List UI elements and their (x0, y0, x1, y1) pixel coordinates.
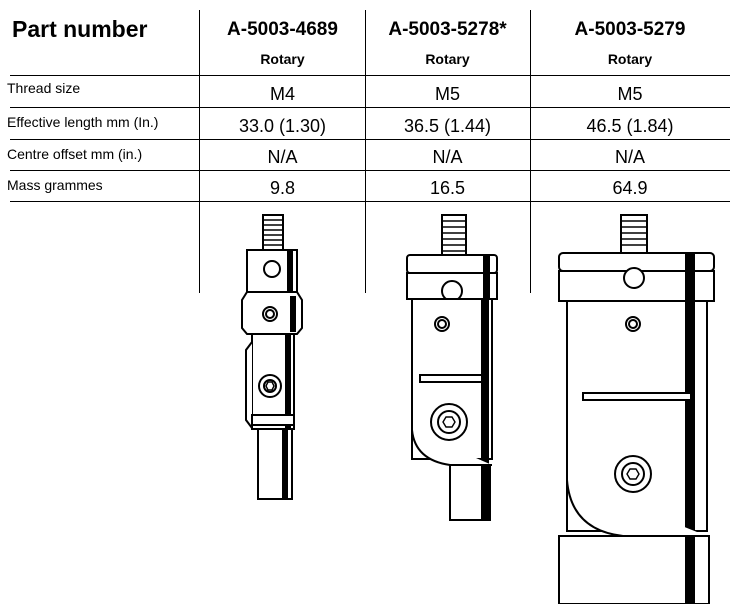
rotary-adaptor-medium-icon (406, 214, 498, 521)
value-effective-length-col2: 36.5 (1.44) (403, 116, 492, 136)
value-mass-col3: 64.9 (612, 178, 648, 198)
header-part-number-label: Part number (12, 16, 148, 42)
column-divider-3 (530, 10, 531, 293)
value-mass-col1: 9.8 (269, 178, 296, 198)
column-1-part-number: A-5003-4689 (227, 19, 338, 40)
value-thread-size-col2: M5 (434, 84, 460, 104)
row-label-thread-size: Thread size (7, 80, 81, 96)
value-centre-offset-col1: N/A (267, 147, 298, 167)
value-effective-length-col3: 46.5 (1.84) (586, 116, 674, 136)
row-label-centre-offset: Centre offset mm (in.) (7, 146, 143, 162)
rotary-adaptor-large-icon (558, 214, 715, 604)
column-2-part-number: A-5003-5278* (388, 19, 507, 40)
row-label-mass: Mass grammes (7, 177, 103, 193)
rule-row-4 (10, 201, 730, 202)
column-2-type: Rotary (425, 51, 470, 67)
rotary-adaptor-small-icon (241, 214, 303, 500)
value-centre-offset-col2: N/A (432, 147, 463, 167)
value-thread-size-col3: M5 (617, 84, 643, 104)
column-3-type: Rotary (607, 51, 653, 67)
row-label-effective-length: Effective length mm (In.) (7, 114, 159, 130)
rule-row-3 (10, 170, 730, 171)
value-thread-size-col1: M4 (269, 84, 295, 104)
value-effective-length-col1: 33.0 (1.30) (238, 116, 327, 136)
rule-header-bottom (10, 75, 730, 76)
value-mass-col2: 16.5 (429, 178, 466, 198)
value-centre-offset-col3: N/A (614, 147, 645, 167)
column-divider-1 (199, 10, 200, 293)
column-divider-2 (365, 10, 366, 293)
rule-row-1 (10, 107, 730, 108)
column-3-part-number: A-5003-5279 (574, 19, 686, 40)
column-1-type: Rotary (260, 51, 305, 67)
rule-row-2 (10, 139, 730, 140)
